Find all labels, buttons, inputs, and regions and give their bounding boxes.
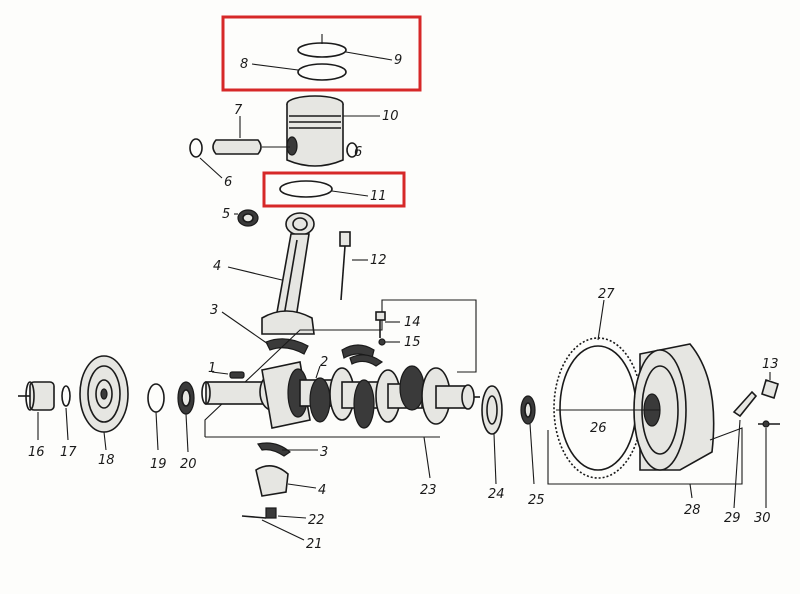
highlight-box-rings-top (221, 15, 422, 92)
callout-24: 24 (488, 487, 505, 502)
callout-28: 28 (684, 503, 701, 518)
rear-seal-24 (481, 385, 503, 485)
callout-22: 22 (308, 513, 325, 528)
piston-pin (212, 116, 290, 155)
seal-19 (147, 383, 165, 451)
callout-13: 13 (762, 357, 779, 372)
cap-bolt-21 (241, 515, 305, 541)
flywheel-frame (547, 427, 743, 499)
ring-gear (553, 299, 643, 479)
callout-21: 21 (306, 537, 323, 552)
cap-nut-22 (265, 507, 307, 519)
rod-bolt (339, 231, 368, 301)
callout-2: 2 (320, 355, 328, 370)
callout-27: 27 (598, 287, 615, 302)
callout-11: 11 (370, 189, 387, 204)
callout-16: 16 (28, 445, 45, 460)
callout-19: 19 (150, 457, 167, 472)
gear-20 (177, 381, 195, 453)
callout-25: 25 (528, 493, 545, 508)
lock-plate-13 (761, 372, 779, 400)
callout-10: 10 (382, 109, 399, 124)
small-end-bushing (234, 209, 259, 227)
main-bearing-cap (341, 344, 384, 367)
callout-3: 3 (210, 303, 218, 318)
callout-20: 20 (180, 457, 197, 472)
main-bearing-bolt (375, 311, 400, 346)
callout-6: 6 (224, 175, 232, 190)
connecting-rod (227, 212, 315, 335)
callout-4-lower: 4 (318, 483, 326, 498)
bearing-shell-upper (221, 311, 309, 355)
bearing-shell-lower (257, 442, 318, 457)
washer-17 (61, 385, 71, 441)
highlight-box-ring-11 (262, 171, 406, 208)
callout-23: 23 (420, 483, 437, 498)
callout-26: 26 (590, 421, 607, 436)
callout-30: 30 (754, 511, 771, 526)
callout-12: 12 (370, 253, 387, 268)
crankshaft (201, 361, 480, 429)
callout-4: 4 (213, 259, 221, 274)
circlip-right (346, 142, 358, 158)
callout-9: 9 (394, 53, 402, 68)
pulley-18 (79, 355, 129, 451)
callout-6-right: 6 (354, 145, 362, 160)
flywheel (556, 343, 715, 471)
callout-17: 17 (60, 445, 77, 460)
piston-rings-top (251, 34, 393, 81)
piston (286, 95, 380, 167)
rod-cap (255, 465, 317, 497)
bolt-29 (732, 390, 758, 509)
callout-3-lower: 3 (320, 445, 328, 460)
callout-15: 15 (404, 335, 421, 350)
callout-1: 1 (208, 361, 216, 376)
piston-ring-11 (279, 180, 369, 198)
callout-7: 7 (234, 103, 243, 118)
woodruff-key (211, 371, 245, 379)
dowel-30 (758, 420, 780, 508)
callout-29: 29 (724, 511, 741, 526)
callout-14: 14 (404, 315, 421, 330)
callout-18: 18 (98, 453, 115, 468)
circlip-left (189, 138, 223, 179)
bearing-25 (520, 395, 536, 485)
callout-5: 5 (222, 207, 230, 222)
callout-8: 8 (240, 57, 248, 72)
pulley-nut-16 (18, 381, 55, 440)
